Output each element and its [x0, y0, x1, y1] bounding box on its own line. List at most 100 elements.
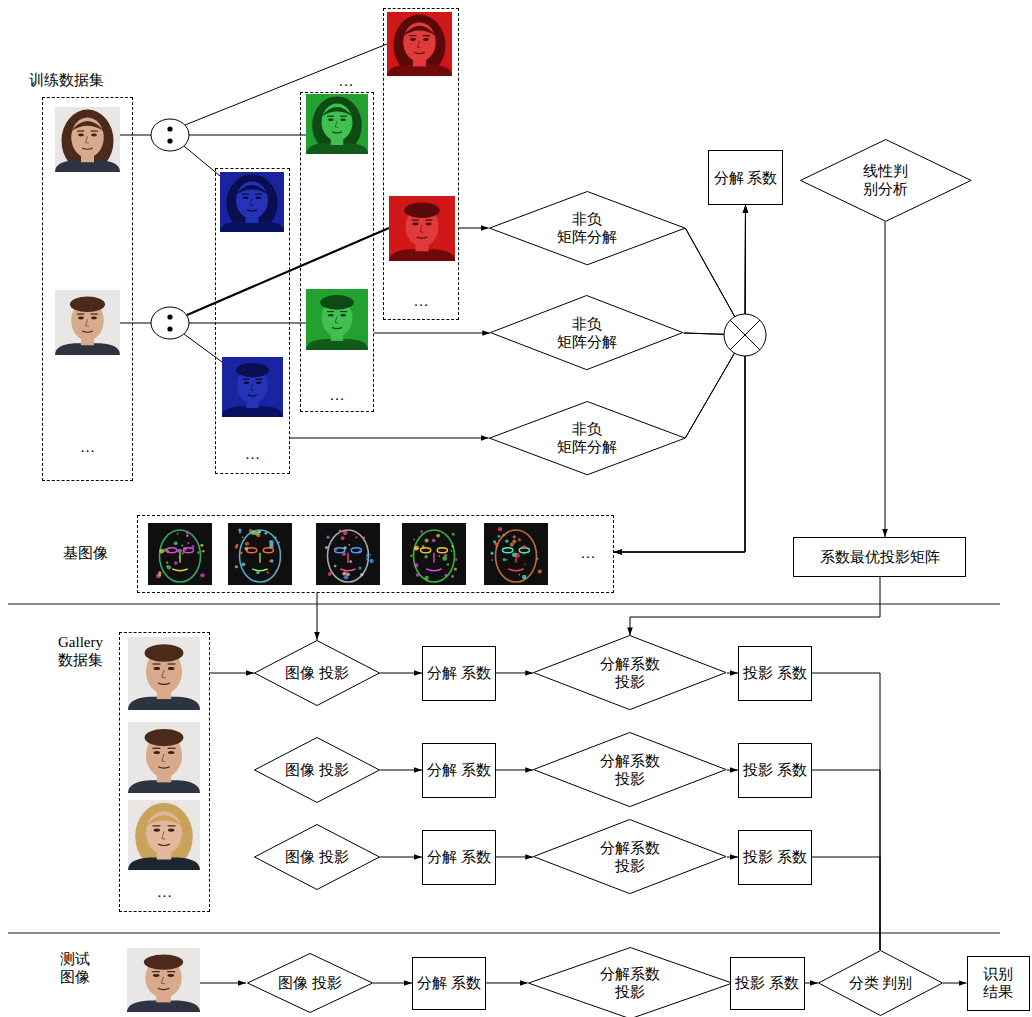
diamond-outline — [819, 951, 943, 1016]
split-wires — [189, 135, 306, 136]
face-photo — [306, 94, 368, 154]
basis-image — [186, 531, 189, 534]
diamond-outline — [533, 732, 727, 807]
arrow-connector — [630, 577, 880, 635]
basis-image — [316, 523, 380, 585]
node-text: 识别 结果 — [968, 965, 1029, 1001]
dashed-group: 训练数据集… — [42, 97, 133, 481]
face-photo — [389, 196, 455, 261]
diamond-outline — [528, 947, 732, 1017]
basis-image — [267, 571, 269, 573]
split-symbol — [167, 126, 172, 131]
section-divider — [8, 604, 1000, 933]
basis-image — [275, 570, 277, 572]
text-label: 测试 图像 — [45, 950, 105, 986]
group-heading: Gallery 数据集 — [48, 633, 113, 669]
basis-image — [174, 541, 178, 545]
basis-image — [455, 558, 458, 561]
split-symbol — [167, 326, 172, 331]
basis-image — [369, 559, 373, 563]
node-text: 分解 系数 — [427, 761, 491, 779]
basis-image — [183, 548, 193, 553]
basis-image — [358, 550, 361, 553]
basis-image — [512, 540, 516, 544]
face-photo — [86, 319, 89, 326]
arrow-connector — [459, 227, 489, 228]
process-box: 分解 系数 — [422, 743, 496, 798]
basis-image — [358, 567, 361, 570]
basis-image — [363, 537, 366, 540]
basis-image — [344, 575, 348, 579]
basis-image — [433, 553, 434, 563]
basis-image — [518, 538, 521, 541]
basis-image — [334, 547, 337, 550]
face-photo — [235, 185, 268, 195]
basis-image — [177, 533, 179, 535]
basis-image — [512, 553, 516, 557]
basis-image — [242, 536, 244, 538]
face-photo — [414, 52, 424, 53]
basis-image — [240, 530, 281, 582]
arrow-connector — [374, 332, 490, 333]
basis-image — [451, 545, 453, 547]
face-photo — [340, 314, 346, 317]
diamond-outline — [255, 641, 380, 706]
basis-image — [245, 542, 249, 546]
face-photo — [71, 121, 105, 132]
face-photo — [244, 381, 249, 384]
face-photo — [243, 379, 250, 380]
basis-image — [424, 555, 427, 558]
face-photo — [154, 829, 160, 832]
label-holder: … — [335, 72, 357, 90]
dashed-group: Gallery 数据集… — [119, 632, 210, 912]
diamond-outline — [489, 191, 685, 264]
arrow-connector — [812, 770, 880, 950]
basis-image — [342, 552, 346, 556]
diamond-outline — [255, 738, 380, 803]
face-photo — [426, 223, 432, 226]
face-photo — [222, 357, 283, 417]
process-box: 分解 系数 — [422, 646, 496, 701]
basis-image — [167, 548, 177, 553]
face-photo — [320, 295, 353, 310]
face-photo — [423, 35, 430, 36]
face-photo — [144, 954, 183, 969]
basis-image — [179, 553, 180, 563]
arrow-connector — [380, 673, 422, 674]
basis-image — [186, 535, 188, 537]
connector-group — [210, 205, 967, 983]
face-photo — [256, 196, 262, 199]
face-photo — [127, 948, 200, 1012]
node-text: … — [301, 386, 373, 404]
arrow-connector — [486, 982, 528, 983]
node-text: 非负 矩阵分解 — [552, 420, 621, 456]
split-symbol — [151, 307, 189, 339]
face-photo — [417, 237, 428, 238]
basis-image — [325, 546, 328, 549]
face-photo — [168, 974, 175, 977]
face-photo — [256, 379, 263, 380]
face-photo — [340, 116, 347, 117]
basis-image — [160, 530, 201, 582]
basis-image — [413, 539, 415, 541]
face-photo — [332, 327, 342, 328]
diamond-outline — [800, 139, 971, 221]
node-text: 图像 投影 — [285, 664, 349, 682]
face-photo — [387, 12, 452, 76]
face-photo — [152, 825, 160, 826]
basis-image — [426, 569, 441, 571]
node-text: 分解系数 投影 — [595, 752, 664, 788]
process-box: 系数最优投影矩阵 — [793, 537, 966, 577]
decision-diamond: 图像 投影 — [254, 824, 380, 890]
face-photo — [154, 667, 160, 670]
face-photo — [236, 182, 268, 219]
face-photo — [340, 311, 347, 312]
face-photo — [220, 172, 284, 232]
diamond-outline — [255, 825, 380, 890]
face-photo — [403, 22, 436, 62]
basis-image — [447, 563, 449, 565]
face-photo — [255, 194, 262, 195]
basis-image — [496, 544, 498, 546]
basis-image — [249, 529, 253, 533]
node-text: 线性判 别分析 — [851, 162, 920, 198]
